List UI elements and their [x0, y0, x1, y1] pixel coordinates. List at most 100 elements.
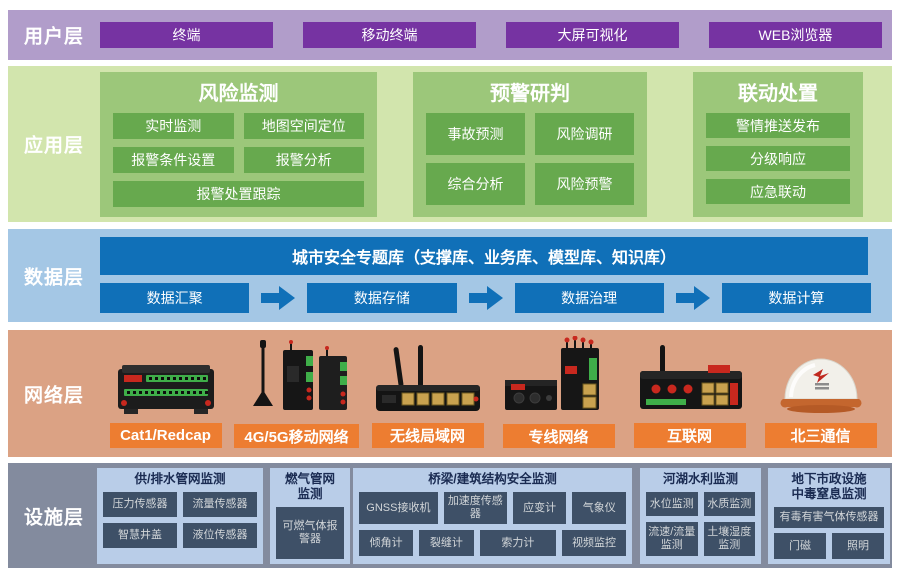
layer-label-data: 数据层 — [24, 267, 85, 288]
facility-group-items-row: 门磁 照明 — [774, 533, 884, 559]
facility-item: 气象仪 — [572, 492, 626, 524]
flow-step-storage: 数据存储 — [307, 283, 457, 313]
facility-group-bridge-building-structure: 桥梁/建筑结构安全监测 GNSS接收机 加速度传感器 应变计 气象仪 倾角计 裂… — [353, 468, 632, 564]
facility-item: 可燃气体报警器 — [276, 507, 344, 559]
app-item: 报警条件设置 — [113, 147, 234, 173]
network-item-wlan: 无线局域网 — [362, 336, 493, 448]
facility-group-items: 压力传感器 流量传感器 智慧井盖 液位传感器 — [103, 492, 257, 548]
leased-line-router-icon — [499, 336, 619, 420]
facility-item: 裂缝计 — [419, 530, 474, 556]
facility-group-items-row: 倾角计 裂缝计 索力计 视频监控 — [359, 530, 626, 556]
facility-group-items-row: 水位监测 水质监测 — [646, 492, 755, 516]
app-item: 报警处置跟踪 — [113, 181, 364, 207]
facility-item: 门磁 — [774, 533, 826, 559]
network-label-cat1-redcap: Cat1/Redcap — [109, 423, 222, 448]
facility-group-gas-pipe-network: 燃气管网监测 可燃气体报警器 — [270, 468, 350, 564]
layer-user: 用户层 终端 移动终端 大屏可视化 WEB浏览器 — [8, 10, 892, 60]
network-item-cat1-redcap: Cat1/Redcap — [100, 336, 231, 448]
network-item-internet: 互联网 — [624, 336, 755, 448]
user-item-mobile-terminal: 移动终端 — [303, 22, 476, 48]
layer-label-application: 应用层 — [24, 135, 85, 157]
network-label-leased-line: 专线网络 — [502, 424, 615, 448]
app-group-title: 风险监测 — [198, 83, 279, 105]
facility-group-water-pipe-network: 供/排水管网监测 压力传感器 流量传感器 智慧井盖 液位传感器 — [97, 468, 263, 564]
facility-item: 水质监测 — [703, 492, 755, 516]
facility-item: 有毒有害气体传感器 — [774, 507, 884, 528]
right-arrow-icon — [675, 284, 710, 312]
app-item: 应急联动 — [706, 179, 850, 204]
cellular-router-icon — [237, 336, 357, 420]
network-item-leased-line: 专线网络 — [493, 336, 624, 448]
facility-group-items-row: GNSS接收机 加速度传感器 应变计 气象仪 — [359, 492, 626, 524]
layer-label-facility: 设施层 — [24, 507, 85, 528]
app-item: 风险预警 — [535, 163, 634, 205]
app-group-title: 预警研判 — [490, 83, 570, 105]
facility-item: 压力传感器 — [103, 492, 177, 517]
network-item-beidou: 北三通信 — [755, 336, 886, 448]
beidou-dome-antenna-icon — [761, 336, 881, 419]
right-arrow-icon — [468, 284, 503, 312]
facility-group-items-row: 流速/流量监测 土壤湿度监测 — [646, 522, 755, 556]
rtu-device-icon — [106, 336, 226, 419]
layer-label-user: 用户层 — [24, 26, 85, 48]
app-item: 报警分析 — [243, 147, 364, 173]
facility-item: 倾角计 — [359, 530, 414, 556]
app-group-title: 联动处置 — [738, 83, 818, 105]
facility-item: GNSS接收机 — [359, 492, 438, 524]
facility-item: 索力计 — [479, 530, 557, 556]
app-group-items: 警情推送发布 分级响应 应急联动 — [693, 106, 863, 204]
app-group-warning-analysis: 预警研判 事故预测 风险调研 综合分析 风险预警 — [413, 72, 647, 217]
user-item-terminal: 终端 — [100, 22, 273, 48]
flow-step-aggregation: 数据汇聚 — [100, 283, 250, 313]
user-item-big-screen: 大屏可视化 — [506, 22, 679, 48]
facility-item: 流量传感器 — [183, 492, 257, 517]
facility-item: 应变计 — [512, 492, 567, 524]
app-group-items: 事故预测 风险调研 综合分析 风险预警 — [413, 106, 647, 205]
app-item: 分级响应 — [706, 146, 850, 171]
app-item: 风险调研 — [535, 113, 634, 155]
user-item-web-browser: WEB浏览器 — [709, 22, 882, 48]
network-item-4g-5g: 4G/5G移动网络 — [231, 336, 362, 448]
internet-router-icon — [630, 336, 750, 419]
facility-group-title: 供/排水管网监测 — [134, 472, 226, 486]
layer-facility: 设施层 供/排水管网监测 压力传感器 流量传感器 智慧井盖 液位传感器 燃气管网… — [8, 463, 892, 568]
facility-item: 土壤湿度监测 — [703, 522, 755, 556]
facility-item: 液位传感器 — [183, 523, 257, 548]
user-items-row: 终端 移动终端 大屏可视化 WEB浏览器 — [100, 22, 882, 48]
facility-item: 照明 — [832, 533, 884, 559]
network-label-4g-5g: 4G/5G移动网络 — [234, 424, 359, 448]
flow-step-governance: 数据治理 — [514, 283, 664, 313]
facility-group-title: 河湖水利监测 — [662, 472, 738, 486]
network-label-internet: 互联网 — [633, 423, 746, 448]
network-items-row: Cat1/Redcap — [100, 336, 886, 448]
facility-group-river-lake-water: 河湖水利监测 水位监测 水质监测 流速/流量监测 土壤湿度监测 — [640, 468, 761, 564]
layer-data: 数据层 城市安全专题库（支撑库、业务库、模型库、知识库） 数据汇聚 数据存储 数… — [8, 229, 892, 322]
wifi-router-icon — [368, 336, 488, 419]
facility-group-title: 地下市政设施中毒窒息监测 — [791, 472, 867, 501]
layer-label-network: 网络层 — [24, 385, 85, 406]
network-label-beidou: 北三通信 — [764, 423, 877, 448]
facility-group-title: 燃气管网监测 — [284, 472, 335, 501]
app-group-linked-response: 联动处置 警情推送发布 分级响应 应急联动 — [693, 72, 863, 217]
facility-item: 水位监测 — [646, 492, 698, 516]
app-item: 实时监测 — [113, 113, 234, 139]
facility-item: 流速/流量监测 — [646, 522, 698, 556]
app-item: 警情推送发布 — [706, 113, 850, 138]
data-flow-row: 数据汇聚 数据存储 数据治理 数据计算 — [100, 283, 871, 313]
city-safety-database-box: 城市安全专题库（支撑库、业务库、模型库、知识库） — [100, 237, 868, 275]
app-group-items: 实时监测 地图空间定位 报警条件设置 报警分析 报警处置跟踪 — [100, 106, 377, 207]
layer-application: 应用层 风险监测 实时监测 地图空间定位 报警条件设置 报警分析 报警处置跟踪 … — [8, 66, 892, 222]
facility-group-underground-municipal: 地下市政设施中毒窒息监测 有毒有害气体传感器 门磁 照明 — [768, 468, 890, 564]
facility-group-title: 桥梁/建筑结构安全监测 — [428, 472, 557, 486]
right-arrow-icon — [261, 284, 296, 312]
network-label-wlan: 无线局域网 — [371, 423, 484, 448]
layer-network: 网络层 — [8, 330, 892, 457]
facility-item: 视频监控 — [562, 530, 626, 556]
app-item: 事故预测 — [426, 113, 525, 155]
facility-item: 加速度传感器 — [443, 492, 507, 524]
app-group-risk-monitoring: 风险监测 实时监测 地图空间定位 报警条件设置 报警分析 报警处置跟踪 — [100, 72, 377, 217]
flow-step-computing: 数据计算 — [721, 283, 871, 313]
app-item: 地图空间定位 — [243, 113, 364, 139]
facility-item: 智慧井盖 — [103, 523, 177, 548]
